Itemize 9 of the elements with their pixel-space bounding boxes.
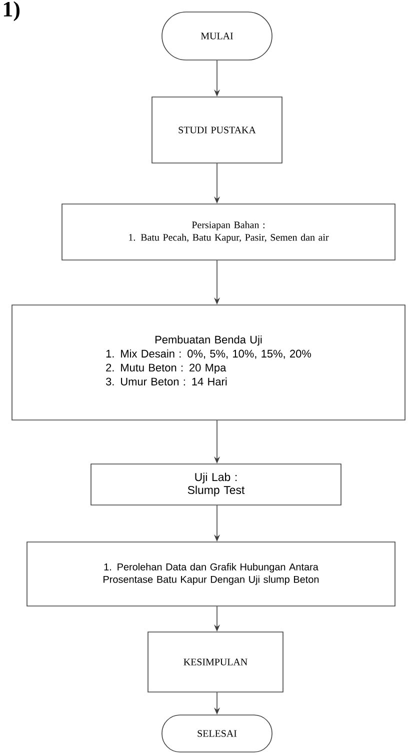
process-box: Pembuatan Benda Uji 1. Mix Desain : 0%, 5%, 10%, 15%, 20% 2. Mutu Beton : 20 Mpa 3. Umur Beton : 14 Hari bbox=[12, 304, 406, 420]
process-box: Uji Lab : Slump Test bbox=[90, 464, 342, 506]
process-box: STUDI PUSTAKA bbox=[152, 96, 282, 164]
terminal-box: MULAI bbox=[162, 12, 272, 60]
terminal-box: SELESAI bbox=[162, 714, 272, 752]
process-box: KESIMPULAN bbox=[148, 632, 284, 692]
process-box: 1. Perolehan Data dan Grafik Hubungan Antara Prosentase Batu Kapur Dengan Uji slump Beton bbox=[26, 542, 396, 606]
process-box: Persiapan Bahan : 1. Batu Pecah, Batu Kapur, Pasir, Semen dan air bbox=[62, 204, 396, 260]
figure-number: 1) bbox=[4, 1, 20, 22]
